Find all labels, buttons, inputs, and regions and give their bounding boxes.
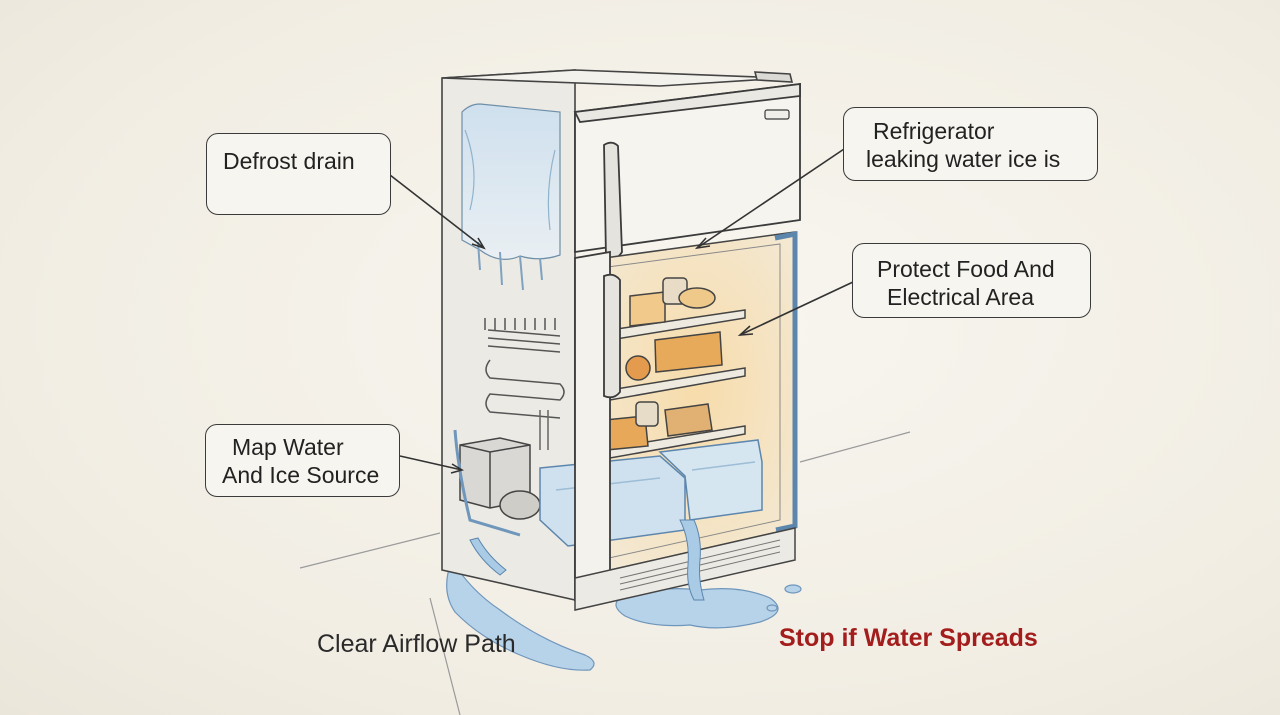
callout-protect-food-line1: Protect Food And (877, 256, 1055, 282)
callout-protect-food-line2: Electrical Area (887, 284, 1035, 310)
leader-lines (389, 144, 854, 474)
fridge-interior (539, 230, 798, 579)
callout-map-water: Map Water And Ice Source (205, 424, 400, 497)
floor-lines (299, 431, 911, 715)
label-clear-airflow: Clear Airflow Path (317, 630, 516, 658)
freezer-door (573, 82, 801, 261)
callout-map-water-line2: And Ice Source (222, 462, 380, 488)
water-streams (469, 519, 705, 601)
callout-protect-food: Protect Food And Electrical Area (852, 243, 1091, 318)
callout-refrigerator-leaking: Refrigerator leaking water ice is (843, 107, 1098, 181)
callout-refrigerator-leaking-line1: Refrigerator (873, 118, 995, 144)
callout-defrost-drain-line1: Defrost drain (223, 148, 355, 174)
callout-map-water-line1: Map Water (232, 434, 344, 460)
fridge-door (574, 250, 621, 602)
water-puddle (446, 558, 802, 671)
condenser-coils (484, 318, 565, 419)
compressor (453, 410, 549, 537)
callout-refrigerator-leaking-line2: leaking water ice is (866, 146, 1061, 172)
callout-defrost-drain: Defrost drain (206, 133, 391, 215)
frost-panel (461, 103, 561, 291)
label-stop-water-spreads: Stop if Water Spreads (779, 624, 1038, 652)
